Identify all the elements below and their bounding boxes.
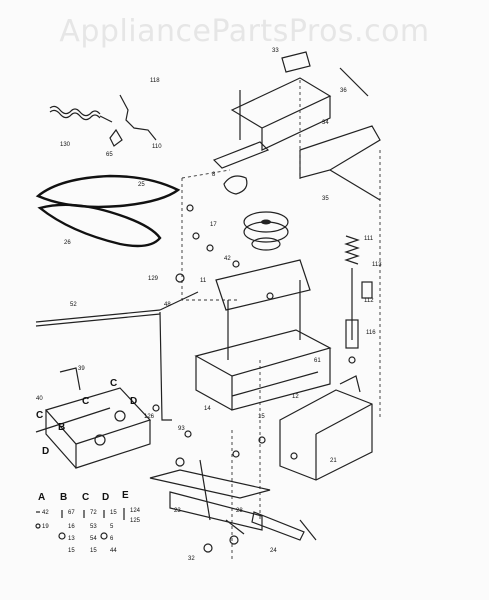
upper-bracket-assembly [212, 51, 369, 195]
legend-item: 54 [90, 536, 97, 542]
callout: 110 [152, 144, 162, 150]
callout: 28 [236, 508, 243, 514]
callout: 23 [174, 508, 181, 514]
view-letter: B [58, 422, 65, 433]
legend-item: 125 [130, 518, 141, 524]
callout: 111 [364, 236, 374, 242]
legend-item: 6 [110, 536, 114, 542]
center-frame [194, 259, 332, 411]
legend-item: 67 [68, 510, 75, 516]
hardware-legend: A 42 19 B 67 16 13 15 C 72 53 54 15 D 15… [35, 490, 141, 554]
front-axle-assembly [35, 367, 152, 469]
callout: 24 [270, 548, 277, 554]
view-letter: C [110, 378, 117, 389]
legend-letter-b: B [60, 492, 67, 503]
legend-item: 16 [68, 524, 75, 530]
legend-letter-d: D [102, 492, 109, 503]
callout: 26 [64, 240, 71, 246]
extension-spring [49, 105, 113, 123]
callout: 14 [204, 406, 211, 412]
drive-belt-upper [35, 174, 181, 209]
legend-item: 15 [68, 548, 75, 554]
lever-arm [251, 511, 317, 541]
callout: 93 [178, 426, 185, 432]
legend-item: 53 [90, 524, 97, 530]
callout: 8 [212, 172, 216, 178]
callout: 17 [210, 222, 217, 228]
rear-bracket [279, 375, 373, 481]
legend-letter-c: C [82, 492, 89, 503]
drive-belt-lower [37, 203, 162, 248]
callout: 11 [200, 278, 207, 284]
brake-rod [35, 291, 199, 421]
legend-item: 15 [110, 510, 117, 516]
callout: 52 [70, 302, 77, 308]
callout: 48 [164, 302, 171, 308]
callout: 112 [364, 298, 374, 304]
callout: 130 [60, 142, 71, 148]
legend-item: 72 [90, 510, 97, 516]
callout: 65 [106, 152, 113, 158]
view-letter: D [42, 446, 49, 457]
legend-item: 13 [68, 536, 75, 542]
view-letter: C [36, 410, 43, 421]
hardware-fasteners [152, 204, 356, 553]
callout: 39 [78, 366, 85, 372]
legend-item: 42 [42, 510, 49, 516]
view-letters: C C D C D B [36, 378, 137, 457]
callout: 126 [144, 414, 155, 420]
callout: 113 [372, 262, 382, 268]
coil-spring-right [344, 235, 373, 349]
callout: 40 [36, 396, 43, 402]
callout: 15 [258, 414, 265, 420]
legend-item: 5 [110, 524, 114, 530]
callout: 35 [322, 196, 329, 202]
legend-item: 15 [90, 548, 97, 554]
callout: 21 [330, 458, 337, 464]
callout: 129 [148, 276, 159, 282]
legend-letter-e: E [122, 490, 129, 501]
callout: 118 [150, 78, 160, 84]
legend-letter-a: A [38, 492, 45, 503]
link-rod-small [109, 94, 157, 147]
callout: 42 [224, 256, 231, 262]
callout: 32 [188, 556, 195, 562]
legend-item: 44 [110, 548, 117, 554]
callout: 25 [138, 182, 145, 188]
callout: 116 [366, 330, 376, 336]
callout: 34 [322, 120, 329, 126]
engine-pulley [243, 211, 289, 251]
view-letter: C [82, 396, 89, 407]
lower-axle-bar [149, 459, 271, 535]
callout: 36 [340, 88, 347, 94]
callout: 33 [272, 48, 279, 54]
side-plate [299, 125, 381, 201]
legend-item: 19 [42, 524, 49, 530]
callout: 12 [292, 394, 299, 400]
view-letter: D [130, 396, 137, 407]
legend-item: 124 [130, 508, 141, 514]
callout-labels: 33 36 118 130 65 110 25 26 34 35 8 17 11… [36, 48, 382, 562]
callout: 61 [314, 358, 321, 364]
